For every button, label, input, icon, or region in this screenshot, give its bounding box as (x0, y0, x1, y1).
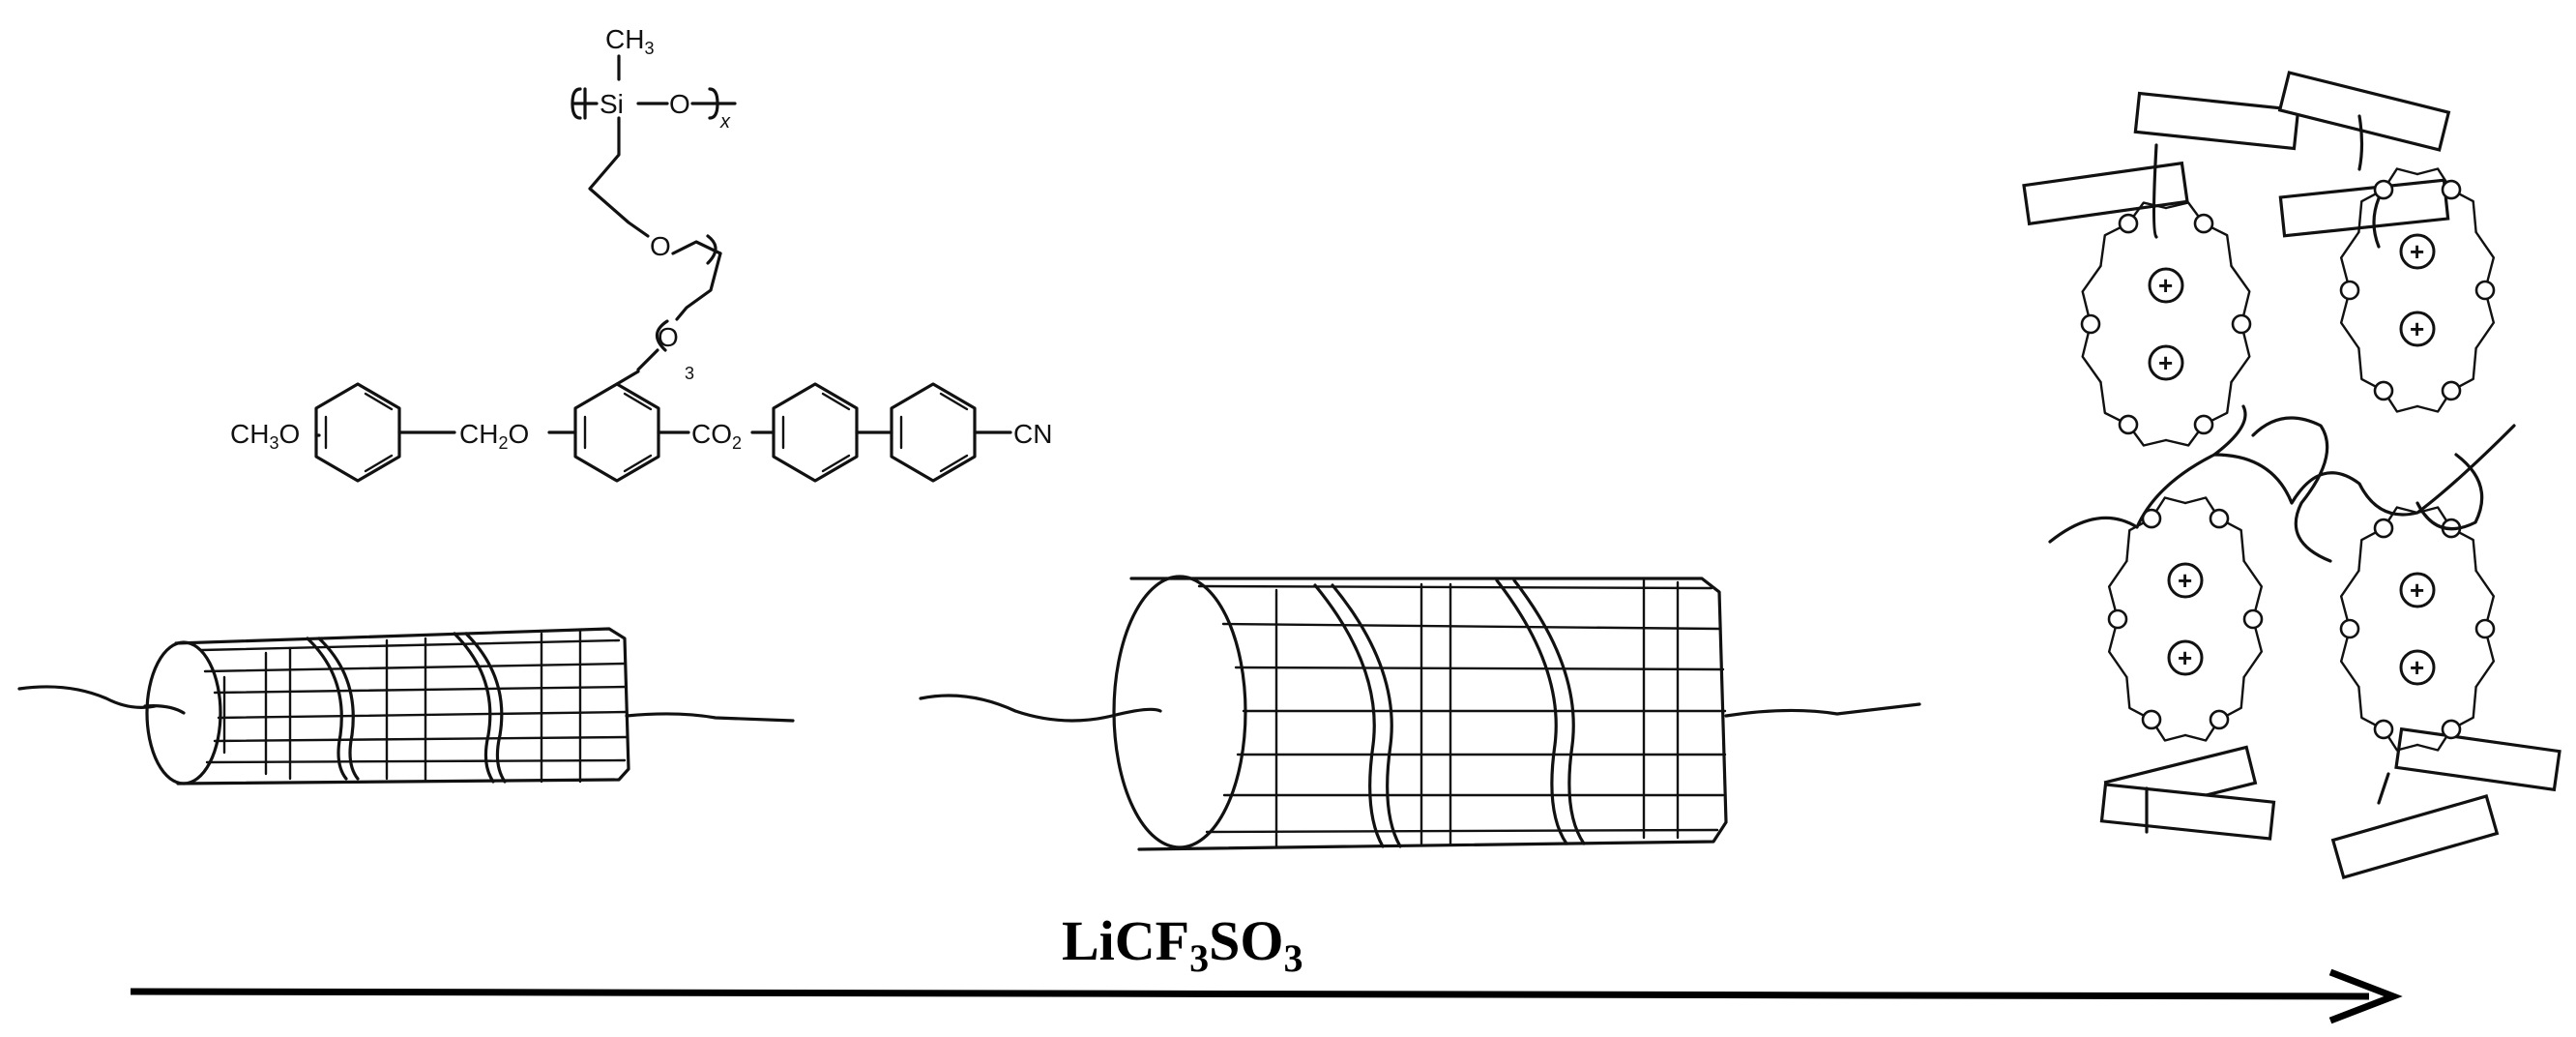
cation-circle (2399, 311, 2436, 347)
mesogen-rect (2099, 783, 2276, 841)
methyl-group: CH3 (605, 24, 654, 58)
cation-circle (2148, 267, 2184, 304)
polymer-chain (2377, 772, 2390, 805)
propyl-spacer: O O 3 (588, 116, 722, 383)
crown-oxygen (2373, 719, 2394, 740)
cation-label: + (2178, 566, 2192, 595)
mesogen-rect (2277, 71, 2451, 152)
oligo-index: 3 (685, 364, 694, 383)
benzene-ring-2 (573, 382, 660, 483)
polymer-chain (2212, 424, 2516, 517)
mesogen-rect (2330, 794, 2500, 879)
cation-circle (2399, 572, 2436, 608)
cation-circle (2148, 344, 2184, 381)
cation-label: + (2410, 314, 2424, 343)
repeat-index: x (719, 111, 731, 133)
ion-complex-assembly: + + + + + + + + (2022, 71, 2561, 879)
crown-oxygen (2441, 380, 2462, 401)
benzene-ring-3 (772, 382, 859, 483)
crown-oxygen (2373, 179, 2394, 200)
crown-oxygen (2141, 709, 2162, 730)
cation-label: + (2158, 271, 2173, 300)
cation-label: + (2410, 653, 2424, 682)
crown-oxygen (2373, 518, 2394, 539)
backbone-oxygen: O (669, 89, 690, 119)
cation-label: + (2410, 576, 2424, 605)
crown-oxygen (2107, 608, 2128, 630)
ester-linkage: CO2 (691, 419, 742, 453)
crown-oxygen (2339, 618, 2360, 639)
crown-oxygen (2231, 313, 2252, 335)
svg-text:CH2O: CH2O (459, 419, 529, 453)
cation-circle (2399, 649, 2436, 686)
cation-circle (2167, 639, 2204, 676)
cation-label: + (2410, 237, 2424, 266)
crown-oxygen (2373, 380, 2394, 401)
crown-oxygen (2209, 508, 2230, 529)
polymer-chain (2372, 196, 2381, 249)
crown-oxygen (2339, 280, 2360, 301)
columnar-phase-swollen (919, 575, 1921, 851)
polymer-chain (2357, 114, 2364, 171)
spacer-oxygen-2: O (658, 322, 679, 352)
crown-oxygen (2242, 608, 2264, 630)
spacer-oxygen-1: O (650, 231, 671, 261)
crown-oxygen (2118, 414, 2139, 435)
polymer-chain (2415, 453, 2484, 531)
crown-oxygen (2209, 709, 2230, 730)
silicon-atom: Si (600, 89, 624, 119)
svg-text:LiCF3SO3: LiCF3SO3 (1062, 909, 1303, 980)
mesogen-rect (2278, 178, 2450, 238)
crown-oxygen (2193, 213, 2214, 234)
polymer-chain (2152, 143, 2158, 239)
cation-circle (2399, 233, 2436, 270)
cation-label: + (2158, 348, 2173, 377)
monomer-structure: Si O x CH3 O O 3 CH3O (230, 24, 1052, 483)
polymer-chain (2048, 404, 2247, 544)
crown-oxygen (2441, 179, 2462, 200)
cation-label: + (2178, 643, 2192, 672)
crown-oxygen (2474, 618, 2496, 639)
svg-text:CN: CN (1013, 419, 1052, 449)
cation-circle (2167, 562, 2204, 599)
siloxane-repeat-unit: Si O x CH3 (571, 24, 737, 133)
mesogen-rect (2394, 726, 2561, 792)
polymer-chain (2251, 416, 2332, 563)
crown-oxygen (2474, 280, 2496, 301)
benzene-ring-1 (314, 382, 401, 483)
crown-oxygen (2080, 313, 2101, 335)
columnar-phase-small (17, 627, 795, 785)
svg-text:CH3O: CH3O (230, 419, 300, 453)
mesogen-rect (2133, 91, 2300, 151)
crown-oxygen (2193, 414, 2214, 435)
nitrile-group: CN (1013, 419, 1052, 449)
reaction-arrow (130, 968, 2403, 1024)
crown-oxygen (2118, 213, 2139, 234)
methylene-ether: CH2O (459, 419, 529, 453)
benzene-ring-4 (890, 382, 977, 483)
svg-text:CO2: CO2 (691, 419, 742, 453)
crown-oxygen (2441, 719, 2462, 740)
salt-label: LiCF3SO3 (1062, 909, 1303, 980)
mesogen-rect (2022, 161, 2189, 226)
methoxy-group: CH3O (230, 419, 300, 453)
